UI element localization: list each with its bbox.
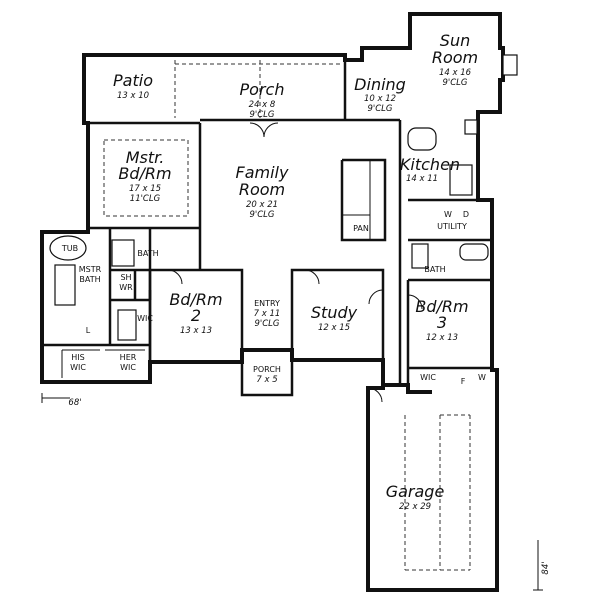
- utility-w: W: [444, 210, 452, 219]
- overall-depth: 84': [541, 561, 551, 574]
- bedroom3-name-1: Bd/Rm: [415, 297, 468, 316]
- sun-room-name-1: Sun: [440, 31, 470, 50]
- study-dims: 12 x 15: [318, 323, 350, 333]
- dining-clg: 9'CLG: [367, 104, 392, 114]
- front-porch-name: PORCH: [253, 365, 281, 374]
- sun-room-clg: 9'CLG: [442, 78, 467, 88]
- her-wic-name-2: WIC: [120, 363, 136, 372]
- his-wic-name-1: HIS: [71, 353, 84, 362]
- mstr-bath-name-1: MSTR: [79, 265, 102, 274]
- interior-walls: [42, 60, 492, 571]
- outer-walls: [40, 12, 505, 592]
- porch-dims: 24 x 8: [249, 100, 276, 110]
- entry-name: ENTRY: [254, 299, 280, 308]
- kitchen-name: Kitchen: [400, 155, 460, 174]
- his-wic-name-2: WIC: [70, 363, 86, 372]
- wic-a-name: WIC: [137, 314, 153, 323]
- bedroom2-name-1: Bd/Rm: [169, 290, 222, 309]
- master-dims: 17 x 15: [129, 184, 161, 194]
- entry-clg: 9'CLG: [254, 319, 279, 329]
- shower-name-2: WR: [119, 283, 133, 292]
- dimension-markers: [41, 393, 543, 591]
- tub-name: TUB: [61, 244, 78, 253]
- bath-right-name: BATH: [424, 265, 445, 274]
- garage-dims: 22 x 29: [399, 502, 431, 512]
- family-name-1: Family: [236, 163, 289, 182]
- shower-name-1: SH: [120, 273, 131, 282]
- overall-width: 68': [68, 398, 81, 408]
- water-name: W: [478, 373, 486, 382]
- entry-dims: 7 x 11: [254, 309, 281, 319]
- porch-clg: 9'CLG: [249, 110, 274, 120]
- patio-dims: 13 x 10: [117, 91, 149, 101]
- room-labels: Sun Room 14 x 16 9'CLG Patio 13 x 10 Por…: [61, 31, 551, 575]
- sun-room-dims: 14 x 16: [439, 68, 472, 78]
- toilet-name: L: [86, 326, 91, 335]
- furnace-name: F: [461, 377, 466, 386]
- study-name: Study: [311, 303, 358, 322]
- family-name-2: Room: [239, 180, 285, 199]
- kitchen-dims: 14 x 11: [406, 174, 438, 184]
- front-porch: [240, 360, 294, 397]
- fixtures: [49, 54, 518, 378]
- bath-left-name: BATH: [137, 249, 158, 258]
- family-clg: 9'CLG: [249, 210, 274, 220]
- family-dims: 20 x 21: [246, 200, 278, 210]
- mstr-bath-name-2: BATH: [79, 275, 100, 284]
- her-wic-name-1: HER: [120, 353, 137, 362]
- garage-name: Garage: [386, 482, 445, 501]
- master-clg: 11'CLG: [130, 194, 161, 204]
- dining-dims: 10 x 12: [364, 94, 396, 104]
- utility-name: UTILITY: [437, 222, 467, 231]
- patio-name: Patio: [113, 71, 153, 90]
- bedroom2-dims: 13 x 13: [180, 326, 212, 336]
- master-name-1: Mstr.: [126, 148, 165, 167]
- sun-room-name-2: Room: [432, 48, 478, 67]
- bedroom3-dims: 12 x 13: [426, 333, 458, 343]
- porch-name: Porch: [240, 80, 285, 99]
- doors: [167, 122, 423, 403]
- front-porch-dims: 7 x 5: [256, 375, 277, 385]
- wic-b-name: WIC: [420, 373, 436, 382]
- utility-d: D: [463, 210, 469, 219]
- pantry-name: PAN: [353, 224, 369, 233]
- bedroom3-name-2: 3: [437, 313, 447, 332]
- dining-name: Dining: [354, 75, 406, 94]
- master-name-2: Bd/Rm: [118, 164, 171, 183]
- bedroom2-name-2: 2: [191, 306, 201, 325]
